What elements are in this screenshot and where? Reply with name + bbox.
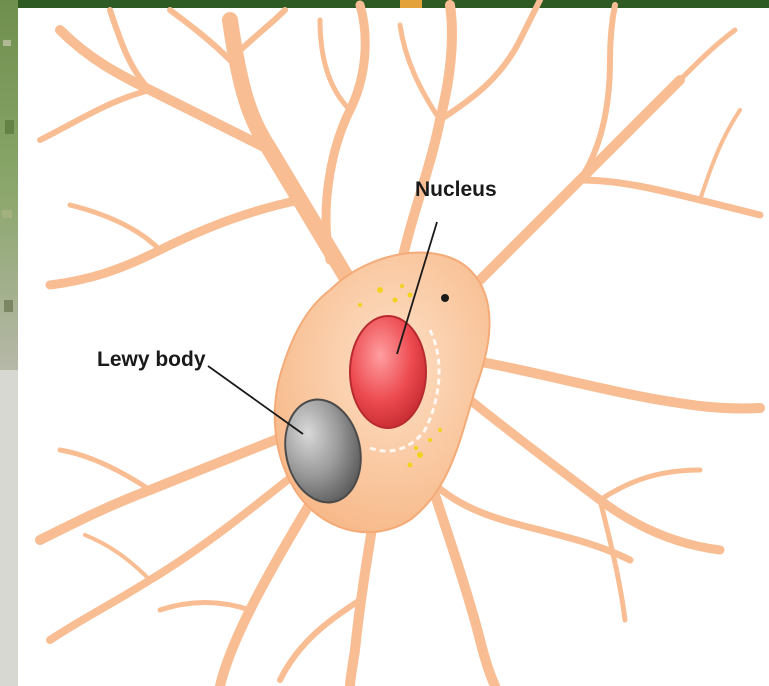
nucleus bbox=[350, 316, 426, 428]
lewy-body-label: Lewy body bbox=[97, 348, 206, 371]
small-organelle bbox=[441, 294, 449, 302]
nucleus-label: Nucleus bbox=[415, 178, 497, 201]
